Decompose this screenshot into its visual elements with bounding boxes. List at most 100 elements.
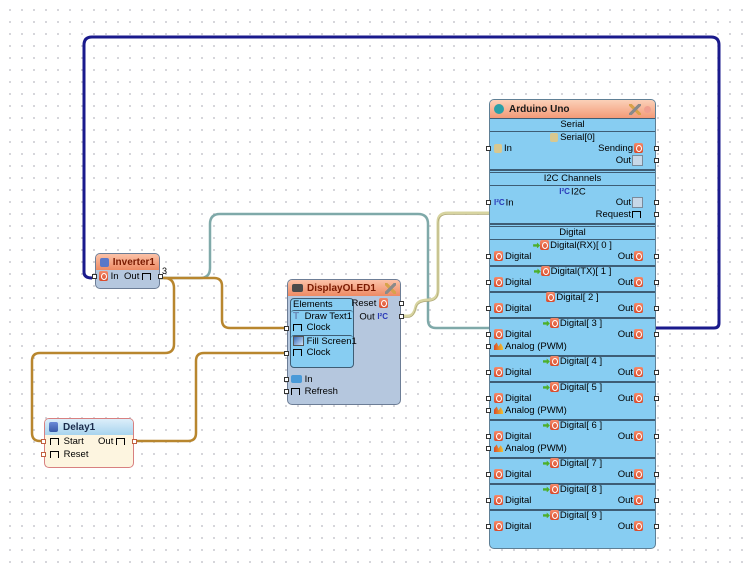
oled-reset-pin[interactable] bbox=[399, 301, 404, 306]
oled-elements-panel[interactable]: Elements T Draw Text1 Clock Fill Screen1… bbox=[290, 298, 357, 368]
delay-header[interactable]: Delay1 bbox=[45, 419, 133, 435]
digital-out-row: Out bbox=[618, 495, 643, 507]
divider bbox=[490, 317, 655, 319]
digital-out-pin[interactable] bbox=[654, 370, 659, 375]
delay-out-pin[interactable] bbox=[132, 439, 137, 444]
serial-sending-pin[interactable] bbox=[654, 146, 659, 151]
digital-pin-group[interactable]: Digital[ 4 ] bbox=[490, 355, 655, 381]
analog-icon bbox=[494, 444, 503, 453]
digital-in-pin[interactable] bbox=[486, 472, 491, 477]
digital-pin-group[interactable]: Digital[ 7 ] bbox=[490, 457, 655, 483]
digital-out-label: Out bbox=[617, 277, 633, 288]
fill-screen-name: Fill Screen1 bbox=[306, 336, 357, 347]
digital-pin-name: Digital(TX)[ 1 ] bbox=[550, 266, 612, 277]
delay-reset-pin[interactable] bbox=[41, 452, 46, 457]
delay-component[interactable]: Delay1 Start Reset Out bbox=[41, 418, 137, 468]
digital-out-pin[interactable] bbox=[654, 472, 659, 477]
fillscreen-clock-pin[interactable] bbox=[284, 351, 289, 356]
text-icon: T bbox=[293, 310, 300, 322]
digital-out-pin[interactable] bbox=[654, 396, 659, 401]
oled-in-row: In bbox=[291, 374, 313, 386]
digital-icon bbox=[549, 420, 559, 431]
digital-icon bbox=[549, 484, 559, 495]
inverter-component[interactable]: Inverter1 In Out 3 bbox=[92, 253, 167, 289]
digital-in-pin[interactable] bbox=[486, 396, 491, 401]
digital-in-pin[interactable] bbox=[486, 434, 491, 439]
arduino-title: Arduino Uno bbox=[509, 103, 570, 115]
digital-pin-group[interactable]: Digital[ 9 ] bbox=[490, 509, 655, 535]
element-draw-text[interactable]: T Draw Text1 Clock bbox=[291, 310, 353, 335]
tools-icon[interactable] bbox=[385, 282, 396, 294]
tools-icon[interactable] bbox=[629, 103, 641, 115]
i2c-request-label: Request bbox=[595, 209, 631, 220]
i2c-out-pin[interactable] bbox=[654, 200, 659, 205]
wire-inverter-out-to-delay-start[interactable] bbox=[30, 276, 176, 443]
analog-pwm-pin[interactable] bbox=[486, 446, 491, 451]
digital-in-label: Digital bbox=[505, 251, 532, 262]
binary-data-icon bbox=[632, 155, 643, 166]
digital-out-pin[interactable] bbox=[654, 498, 659, 503]
wire-inverter-out-to-drawtext-clock[interactable] bbox=[160, 276, 287, 330]
digital-out-pin[interactable] bbox=[654, 306, 659, 311]
i2c-request-pin[interactable] bbox=[654, 212, 659, 217]
serial-sending-label: Sending bbox=[598, 143, 633, 154]
digital-pin-group[interactable]: Digital[ 6 ] bbox=[490, 419, 655, 457]
delay-start-pin[interactable] bbox=[41, 439, 46, 444]
i2c-in-pin[interactable] bbox=[486, 200, 491, 205]
arduino-header[interactable]: Arduino Uno bbox=[490, 100, 655, 118]
digital-in-pin[interactable] bbox=[486, 332, 491, 337]
serial-out-pin[interactable] bbox=[654, 158, 659, 163]
digital-in-row: Digital bbox=[494, 393, 531, 405]
inverter-in-pin[interactable] bbox=[92, 274, 97, 279]
digital-out-row: Out bbox=[618, 277, 643, 289]
serial-in-pin[interactable] bbox=[486, 146, 491, 151]
oled-header[interactable]: DisplayOLED1 bbox=[288, 280, 400, 296]
element-fill-screen[interactable]: Fill Screen1 Clock bbox=[291, 335, 357, 360]
clock-icon bbox=[632, 210, 641, 218]
inverter-out-pin[interactable] bbox=[158, 274, 163, 279]
digital-in-label: Digital bbox=[505, 495, 532, 506]
digital-pin-title: Digital(RX)[ 0 ] bbox=[490, 240, 655, 252]
digital-pin-group[interactable]: Digital[ 8 ] bbox=[490, 483, 655, 509]
wire-oled-out-to-i2c-in[interactable] bbox=[401, 211, 489, 318]
serial-sending-row: Sending bbox=[598, 143, 643, 155]
digital-in-pin[interactable] bbox=[486, 498, 491, 503]
oled-reset-label: Reset bbox=[351, 298, 377, 309]
wire-delay-out-to-fillscreen-clock[interactable] bbox=[135, 351, 287, 443]
analog-pwm-pin[interactable] bbox=[486, 344, 491, 349]
digital-icon bbox=[99, 271, 108, 282]
digital-icon bbox=[540, 240, 550, 251]
display-oled-component[interactable]: DisplayOLED1 Elements T Draw Text1 Clock… bbox=[284, 279, 404, 405]
digital-in-pin[interactable] bbox=[486, 254, 491, 259]
digital-in-pin[interactable] bbox=[486, 524, 491, 529]
digital-out-row: Out bbox=[618, 431, 643, 443]
oled-out-pin[interactable] bbox=[399, 314, 404, 319]
oled-refresh-pin[interactable] bbox=[284, 389, 289, 394]
digital-out-pin[interactable] bbox=[654, 254, 659, 259]
serial-port-icon bbox=[550, 132, 559, 142]
digital-out-pin[interactable] bbox=[654, 524, 659, 529]
digital-icon bbox=[634, 329, 643, 340]
digital-pin-group[interactable]: Digital(RX)[ 0 ] bbox=[490, 239, 655, 265]
digital-in-row: Digital bbox=[494, 277, 531, 289]
digital-in-label: Digital bbox=[505, 303, 532, 314]
digital-pin-group[interactable]: Digital[ 3 ] bbox=[490, 317, 655, 355]
digital-in-pin[interactable] bbox=[486, 370, 491, 375]
analog-pwm-row: Analog (PWM) bbox=[494, 341, 567, 353]
digital-out-pin[interactable] bbox=[654, 280, 659, 285]
inverter-header[interactable]: Inverter1 bbox=[96, 254, 159, 270]
analog-pwm-row: Analog (PWM) bbox=[494, 443, 567, 455]
digital-pin-group[interactable]: Digital[ 2 ] bbox=[490, 291, 655, 317]
drawtext-clock-pin[interactable] bbox=[284, 326, 289, 331]
digital-out-pin[interactable] bbox=[654, 332, 659, 337]
chevron-down-icon[interactable] bbox=[644, 105, 651, 113]
oled-in-pin[interactable] bbox=[284, 377, 289, 382]
digital-in-pin[interactable] bbox=[486, 306, 491, 311]
digital-in-pin[interactable] bbox=[486, 280, 491, 285]
digital-out-pin[interactable] bbox=[654, 434, 659, 439]
digital-pin-group[interactable]: Digital[ 5 ] bbox=[490, 381, 655, 419]
i2c-icon: I²C bbox=[559, 187, 570, 196]
analog-pwm-pin[interactable] bbox=[486, 408, 491, 413]
digital-pin-group[interactable]: Digital(TX)[ 1 ] bbox=[490, 265, 655, 291]
